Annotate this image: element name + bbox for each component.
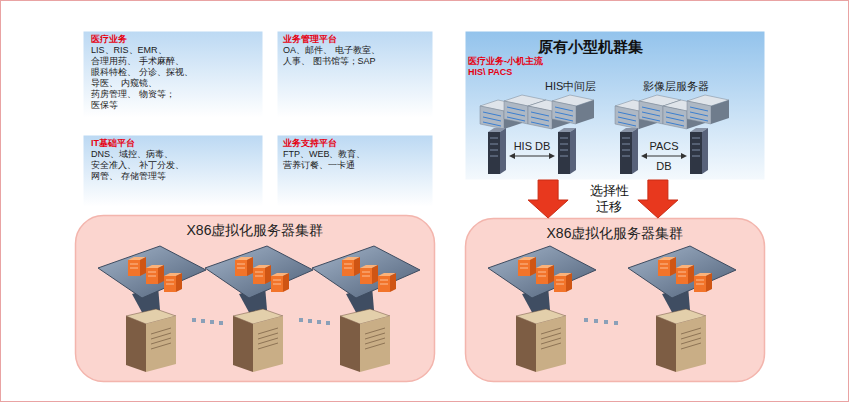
tier-label-holder: HIS中间层 — [545, 80, 615, 93]
platform-box: 医疗业务LIS、RIS、EMR、 合理用药、 手术麻醉、眼科特检、 分诊、探视、… — [83, 31, 263, 118]
legacy-cluster-box: 原有小型机群集医疗业务-小机主流 HIS\ PACS — [465, 31, 765, 180]
tier-label-holder: 影像层服务器 — [643, 80, 723, 93]
platform-items: FTP、WEB、教育、 营养订餐、一卡通 — [283, 149, 388, 171]
platform-items: DNS、域控、病毒、 安全准入、 补丁分发、网管、 存储管理等 — [91, 149, 196, 182]
platform-box: 业务管理平台OA、邮件、 电子教室、人事、 图书馆等；SAP — [277, 31, 433, 118]
platform-heading: 医疗业务 — [91, 34, 259, 45]
node-shape — [278, 136, 433, 207]
cluster-panel: X86虚拟化服务器集群 — [465, 218, 765, 382]
migration-label: 选择性 迁移 — [585, 183, 633, 215]
node-shape — [466, 32, 765, 180]
platform-heading: IT基础平台 — [91, 138, 259, 149]
migration-label-holder: 选择性 迁移 — [585, 183, 633, 215]
platform-items: OA、邮件、 电子教室、人事、 图书馆等；SAP — [283, 45, 388, 67]
node-shape — [84, 32, 263, 118]
tier-label: 影像层服务器 — [643, 80, 723, 93]
platform-box: IT基础平台DNS、域控、病毒、 安全准入、 补丁分发、网管、 存储管理等 — [83, 135, 263, 207]
node-shape — [278, 32, 433, 118]
db-label-holder: HIS DB — [512, 136, 552, 156]
node-shape — [84, 136, 263, 207]
platform-heading: 业务支持平台 — [283, 138, 429, 149]
node-shape — [466, 219, 765, 382]
db-label: HIS DB — [512, 136, 552, 156]
node-shape — [76, 216, 435, 382]
cluster-panel: X86虚拟化服务器集群 — [75, 215, 435, 382]
cluster-title: X86虚拟化服务器集群 — [465, 224, 765, 242]
tier-label: HIS中间层 — [545, 80, 615, 93]
platform-box: 业务支持平台FTP、WEB、教育、 营养订餐、一卡通 — [277, 135, 433, 207]
cluster-title: 原有小型机群集 — [465, 38, 765, 56]
db-label-holder: PACS DB — [644, 136, 684, 176]
platform-heading: 业务管理平台 — [283, 34, 429, 45]
platform-items: LIS、RIS、EMR、 合理用药、 手术麻醉、眼科特检、 分诊、探视、导医、 … — [91, 45, 196, 111]
cluster-title: X86虚拟化服务器集群 — [75, 221, 435, 239]
migration-arrow — [638, 180, 678, 218]
cluster-note: 医疗业务-小机主流 HIS\ PACS — [468, 56, 558, 78]
db-label: PACS DB — [644, 136, 684, 176]
migration-arrow — [528, 180, 568, 218]
